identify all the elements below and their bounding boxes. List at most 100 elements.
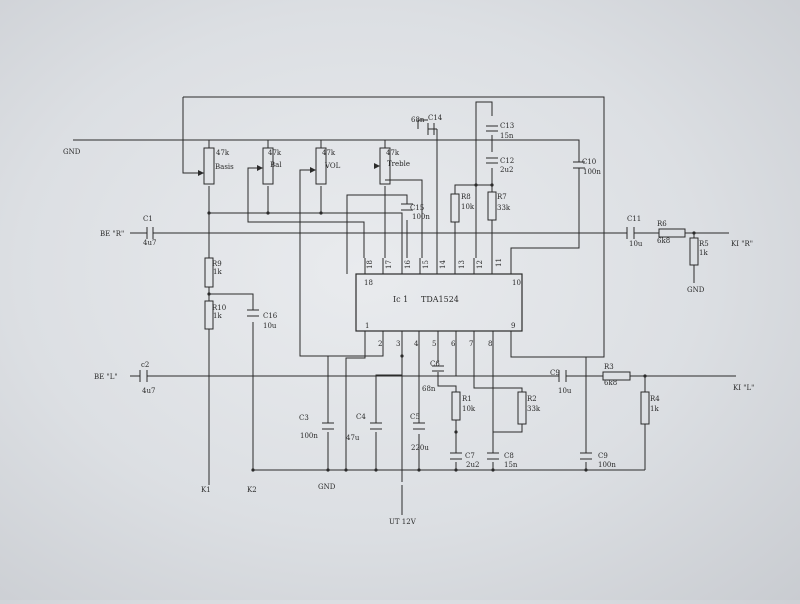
pot-bal-arrow-icon (257, 165, 263, 171)
c13-ref: C13 (500, 122, 514, 130)
pot-treble-name: Treble (387, 160, 410, 168)
resistor-r5 (689, 237, 699, 266)
capacitors: C1 4u7 c2 4u7 C11 10u C9 10u C14 68n C13… (139, 114, 643, 469)
capacitor-c5 (413, 422, 425, 430)
r3-value: 6k8 (604, 379, 617, 387)
r4-ref: R4 (650, 395, 660, 403)
c9b-ref: C9 (598, 452, 608, 460)
pot-treble: 47k Treble (374, 147, 410, 185)
resistor-r9 (204, 257, 214, 288)
c2-value: 4u7 (142, 387, 155, 395)
ic-part: TDA1524 (421, 295, 459, 304)
r2-value: 33k (527, 405, 541, 413)
r5-value: 1k (699, 249, 708, 257)
ic-pin-11: 11 (495, 258, 503, 267)
resistor-r2 (517, 391, 527, 425)
resistor-r4 (640, 391, 650, 425)
c12-ref: C12 (500, 157, 514, 165)
terminal-k2: K2 (247, 486, 257, 494)
ic-pin-7: 7 (469, 340, 473, 348)
ic-pin-17: 17 (385, 260, 393, 269)
pot-basis-name: Basis (215, 163, 234, 171)
c6-value: 68n (422, 385, 436, 393)
ic-tda1524: Ic 1 TDA1524 1 2 3 4 5 6 7 8 9 10 11 12 … (355, 258, 523, 348)
c10-value: 100n (583, 168, 601, 176)
c10-ref: C10 (582, 158, 596, 166)
ic-pin-6: 6 (451, 340, 456, 348)
c13-value: 15n (500, 132, 514, 140)
c14-value: 68n (411, 116, 425, 124)
terminal-ki-r: KI "R" (731, 240, 753, 248)
capacitor-c13 (486, 125, 498, 132)
c8-value: 15n (504, 461, 518, 469)
ic-pin-4: 4 (414, 340, 419, 348)
c8-ref: C8 (504, 452, 514, 460)
terminal-gnd-top: GND (63, 148, 81, 156)
capacitor-c6 (432, 365, 444, 372)
capacitor-c2 (139, 370, 148, 382)
c16-ref: C16 (263, 312, 278, 320)
junction-dots (207, 183, 696, 472)
resistor-r3 (602, 371, 631, 381)
resistors: R9 1k R10 1k R8 10k R7 33k R6 6k8 R5 1k … (204, 191, 709, 425)
capacitor-c14 (427, 123, 435, 135)
ic-pin-13: 13 (458, 260, 466, 269)
capacitor-c7 (450, 452, 462, 460)
ic-pin-18: 18 (364, 279, 373, 287)
ic-pin-3: 3 (396, 340, 400, 348)
r1-value: 10k (462, 405, 476, 413)
resistor-r10 (204, 300, 214, 330)
pot-basis-body (203, 147, 215, 185)
resistor-r8 (450, 193, 460, 223)
ic-pin-16: 16 (404, 260, 412, 269)
c16-value: 10u (263, 322, 277, 330)
ic-pin-2: 2 (378, 340, 382, 348)
ic-pin-10: 10 (512, 279, 521, 287)
r7-value: 33k (497, 204, 511, 212)
resistor-r6 (658, 228, 686, 238)
ic-body (355, 273, 523, 332)
capacitor-c1 (146, 227, 154, 239)
ic-pin-12: 12 (476, 260, 484, 269)
terminals: GND BE "R" BE "L" KI "R" KI "L" K1 K2 GN… (63, 148, 754, 526)
r1-ref: R1 (462, 395, 472, 403)
ic-pin-14: 14 (439, 260, 447, 269)
pot-bal-name: Bal (270, 161, 282, 169)
c3-value: 100n (300, 432, 318, 440)
capacitor-c4 (370, 422, 382, 430)
ic-pin-8: 8 (488, 340, 492, 348)
pot-basis-arrow-icon (198, 170, 204, 176)
terminal-be-r: BE "R" (100, 230, 124, 238)
capacitor-c8 (487, 452, 499, 460)
capacitor-c3 (322, 422, 334, 430)
c4-value: 47u (346, 434, 360, 442)
pot-basis-value: 47k (216, 149, 230, 157)
terminal-supply: UT 12V (389, 518, 417, 526)
c15-ref: C15 (410, 204, 424, 212)
r3-ref: R3 (604, 363, 614, 371)
terminal-k1: K1 (201, 486, 211, 494)
ic-pin-1: 1 (365, 322, 369, 330)
resistor-r7 (487, 191, 497, 221)
c1-value: 4u7 (143, 239, 156, 247)
pot-vol-body (315, 147, 327, 185)
r10-ref: R10 (212, 304, 226, 312)
pot-bal-value: 47k (268, 149, 282, 157)
r5-ref: R5 (699, 240, 709, 248)
ic-pin-9: 9 (511, 322, 515, 330)
c5-value: 220u (411, 444, 429, 452)
r8-ref: R8 (461, 193, 471, 201)
pot-vol: 47k VOL (310, 147, 341, 185)
ic-pin-5: 5 (432, 340, 436, 348)
capacitor-c11 (626, 227, 635, 239)
pot-vol-value: 47k (322, 149, 336, 157)
r7-ref: R7 (497, 193, 507, 201)
c12-value: 2u2 (500, 166, 513, 174)
capacitor-c10 (573, 161, 585, 169)
ic-pin-18-top: 18 (366, 260, 374, 269)
c9a-value: 10u (558, 387, 572, 395)
c5-ref: C5 (410, 413, 420, 421)
capacitor-c16 (247, 309, 259, 317)
terminal-be-l: BE "L" (94, 373, 118, 381)
